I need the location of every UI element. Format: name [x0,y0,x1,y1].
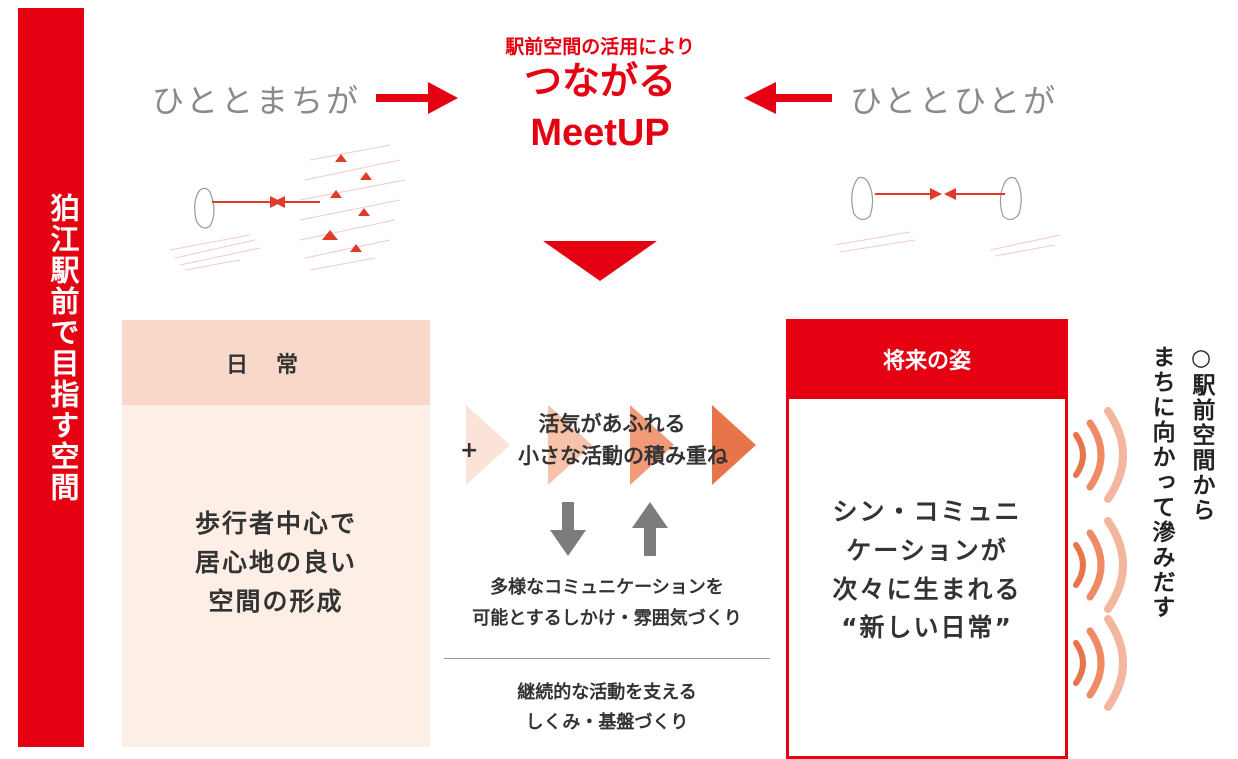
future-body: シン・コミュニ ケーションが 次々に生まれる “新しい日常” [786,493,1068,648]
daily-line-1: 歩行者中心で [194,509,357,538]
daily-body: 歩行者中心で 居心地の良い 空間の形成 [122,505,430,621]
side-note-col-2: まちに向かって滲みだす [1148,345,1174,620]
daily-header: 日常 [122,320,430,405]
side-note: ○駅前空間から まちに向かって滲みだす [1144,345,1218,745]
plus-sign: + [460,438,479,463]
right-arrow-icon [376,94,428,102]
daily-line-2: 居心地の良い [194,547,357,577]
future-line-4: “新しい日常” [841,613,1013,643]
up-arrow-icon [632,502,668,556]
daily-line-3: 空間の形成 [208,586,344,616]
future-header: 将来の姿 [786,319,1068,399]
middle-desc-1: 多様なコミュニケーションを [490,577,724,598]
people-sketch [834,176,1061,257]
chevron-icon [630,405,674,485]
exchange-arrows [550,502,668,556]
person-town-sketch [169,144,406,271]
right-phrase: ひととひとが [850,82,1059,120]
down-arrow-icon [550,502,586,556]
right-arrow-head [428,82,458,114]
middle-foot-1: 継続的な活動を支える [517,682,697,703]
middle-desc-2: 可能とするしかけ・雰囲気づくり [472,608,742,629]
left-title-bar: 狛江駅前で目指す空間 [18,8,84,747]
middle-line-2: 小さな活動の積み重ね [518,444,728,468]
future-line-1: シン・コミュニ [832,497,1022,526]
future-line-2: ケーションが [846,535,1008,565]
middle-line-1: 活気があふれる [538,412,686,436]
ripple-icon [1073,407,1127,711]
side-note-col-1: ○駅前空間から [1188,345,1214,523]
left-arrow-head [744,82,776,114]
heading-english: MeetUP [530,112,670,154]
vertical-title: 狛江駅前で目指す空間 [46,193,80,503]
left-phrase: ひととまちが [152,82,362,120]
chevron-icon [466,405,510,485]
chevron-icon [712,405,756,485]
separator [444,658,770,659]
future-line-3: 次々に生まれる [832,574,1022,604]
chevron-icon [548,405,592,485]
middle-foot-2: しくみ・基盤づくり [525,712,689,733]
heading-subtitle: 駅前空間の活用により [505,36,695,58]
down-triangle-icon [543,241,657,281]
heading-main: つながる [523,59,676,103]
left-arrow-icon [776,94,832,102]
